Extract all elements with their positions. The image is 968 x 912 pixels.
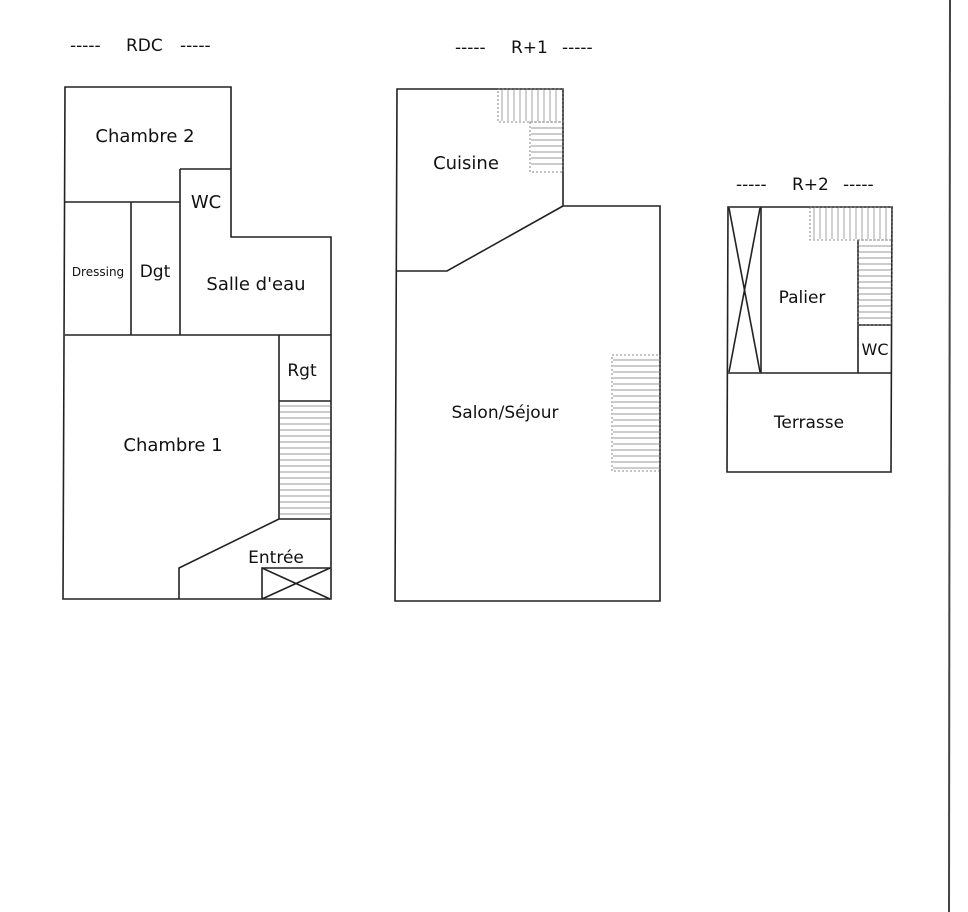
rdc-staircase [280,405,330,515]
room-label-rgt: Rgt [287,361,317,381]
room-label-salon-sejour: Salon/Séjour [452,403,559,423]
room-label-wc: WC [191,192,221,213]
r2-title-dashes-left: ----- [736,175,767,195]
r1-title-dashes-left: ----- [455,38,486,58]
r2-void-cross-b [728,207,761,373]
r2-title: R+2 [792,175,829,195]
rdc-title-dashes-right: ----- [180,36,211,56]
room-label-dressing: Dressing [72,265,124,279]
room-label-chambre-2: Chambre 2 [95,126,194,147]
rdc-title: RDC [126,36,163,56]
stair-outline [857,239,893,326]
room-label-palier: Palier [779,288,826,308]
room-label-cuisine: Cuisine [433,153,499,174]
rdc-walls [62,86,332,600]
rdc-plan: ----- RDC ----- Chambre 2 WC Dressing Dg… [62,36,332,600]
r2-plan: ----- R+2 ----- Palier WC Terrasse [726,175,893,473]
stair-outline [611,354,661,472]
rdc-title-dashes-left: ----- [70,36,101,56]
room-label-dgt: Dgt [140,262,171,282]
room-label-chambre-1: Chambre 1 [123,435,222,456]
stair-outline [497,88,564,123]
rdc-entry-cross-b [261,567,331,600]
r2-staircase [809,206,893,326]
room-label-terrasse: Terrasse [773,413,844,433]
r1-title: R+1 [511,38,548,58]
r1-title-dashes-right: ----- [562,38,593,58]
page-right-edge [948,0,951,912]
room-label-wc-r2: WC [862,340,889,359]
r1-staircase-right [611,354,661,472]
room-label-entree: Entrée [248,548,304,568]
r2-walls [726,206,893,473]
stair-outline [809,206,893,241]
r1-plan: ----- R+1 ----- Cuisine Salon/Séjour [394,38,661,602]
r1-staircase-top [497,88,564,173]
room-label-salle-eau: Salle d'eau [206,274,305,295]
r2-title-dashes-right: ----- [843,175,874,195]
stair-outline [529,121,564,173]
